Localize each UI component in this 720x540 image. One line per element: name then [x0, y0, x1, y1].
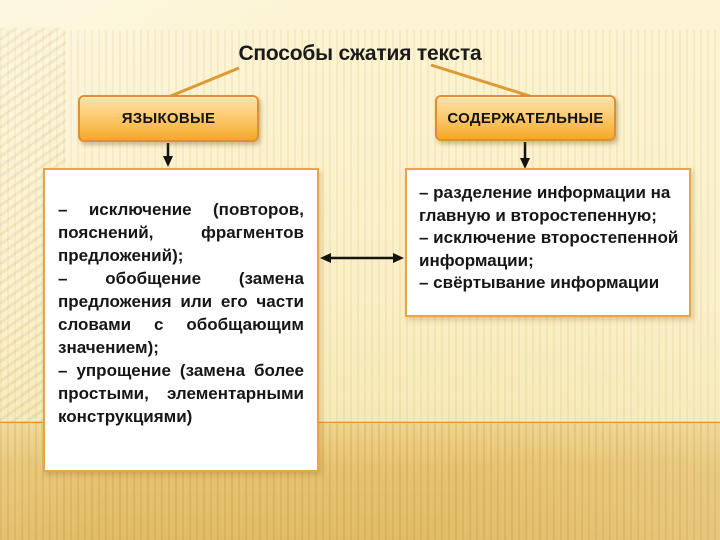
- list-item: – обобщение (замена предложения или его …: [58, 269, 304, 357]
- node-linguistic-label: ЯЗЫКОВЫЕ: [121, 110, 216, 127]
- panel-linguistic-methods: – исключение (повторов, пояснений, фрагм…: [43, 168, 319, 472]
- list-item: – свёртывание информации: [419, 273, 660, 292]
- list-item: – исключение второстепенной информации;: [419, 228, 679, 270]
- page-title: Способы сжатия текста: [238, 42, 482, 65]
- node-linguistic-methods: ЯЗЫКОВЫЕ: [78, 95, 259, 142]
- list-item: – исключение (повторов, пояснений, фрагм…: [58, 200, 304, 265]
- panel-content-methods: – разделение информации на главную и вто…: [405, 168, 691, 317]
- list-item: – упрощение (замена более простыми, элем…: [58, 361, 304, 426]
- node-content-label: СОДЕРЖАТЕЛЬНЫЕ: [447, 109, 604, 127]
- list-item: – разделение информации на главную и вто…: [419, 183, 671, 225]
- node-content-methods: СОДЕРЖАТЕЛЬНЫЕ: [435, 95, 616, 141]
